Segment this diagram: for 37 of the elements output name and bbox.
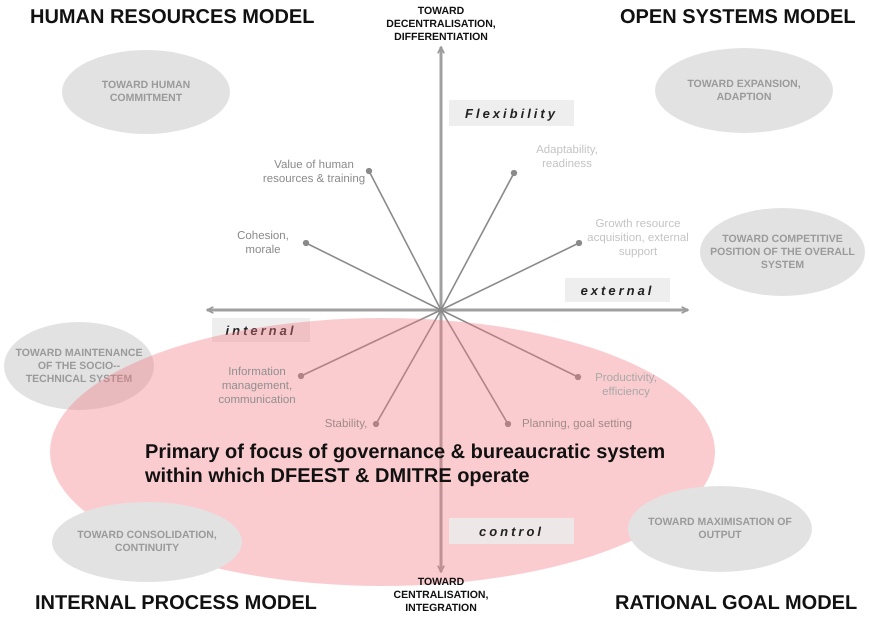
criterion-text: Planning, goal setting [522,417,632,431]
axis-arrow [437,46,445,310]
criterion-text: Productivity, efficiency [594,371,658,399]
spoke-line [440,309,582,380]
focus-text: Primary of focus of governance & bureaucratic system within which DFEEST & DMITRE operate [145,440,666,488]
ellipse-text: TOWARD MAXIMISATION OF OUTPUT [647,516,793,542]
ellipse-text: TOWARD COMPETITIVE POSITION OF THE OVERALL SYSTEM [709,232,856,272]
ellipse-text: TOWARD MAINTENANCE OF THE SOCIO--TECHNICAL SYSTEM [14,346,144,386]
criterion-text: Adaptability, readiness [535,143,599,171]
ellipse-text: TOWARD CONSOLIDATION, CONTINUITY [76,529,218,555]
axis-arrow [206,306,441,314]
spoke-line [302,240,442,311]
spoke-line [440,240,582,311]
center-point [438,307,444,313]
quadrant-title: OPEN SYSTEMS MODEL [620,6,856,29]
axis-arrow [441,306,689,314]
quadrant-title: RATIONAL GOAL MODEL [615,592,858,615]
ellipse-text: TOWARD HUMAN COMMITMENT [100,79,192,105]
quadrant-title: INTERNAL PROCESS MODEL [35,592,317,615]
criterion-text: Value of human resources & training [262,158,366,186]
spoke-line [440,310,512,428]
axis-label-box: control [449,518,574,544]
quadrant-title: HUMAN RESOURCES MODEL [30,6,314,29]
ellipse-text: TOWARD EXPANSION, ADAPTION [686,78,802,104]
axis-label-box: external [565,278,670,302]
criterion-text: Cohesion, morale [236,229,290,257]
direction-text: TOWARD DECENTRALISATION, DIFFERENTIATION [385,4,497,44]
criterion-text: Information management, communication [217,365,297,407]
spoke-line [366,168,442,310]
spoke-line [440,170,518,310]
criterion-text: Stability, [324,417,368,431]
axis-label-box: Flexibility [449,100,574,126]
direction-text: TOWARD CENTRALISATION, INTEGRATION [392,576,490,614]
axis-arrow [437,310,445,573]
spoke-line [372,310,442,428]
criterion-text: Growth resource acquisition, external support [586,217,690,259]
spoke-line [298,309,442,380]
